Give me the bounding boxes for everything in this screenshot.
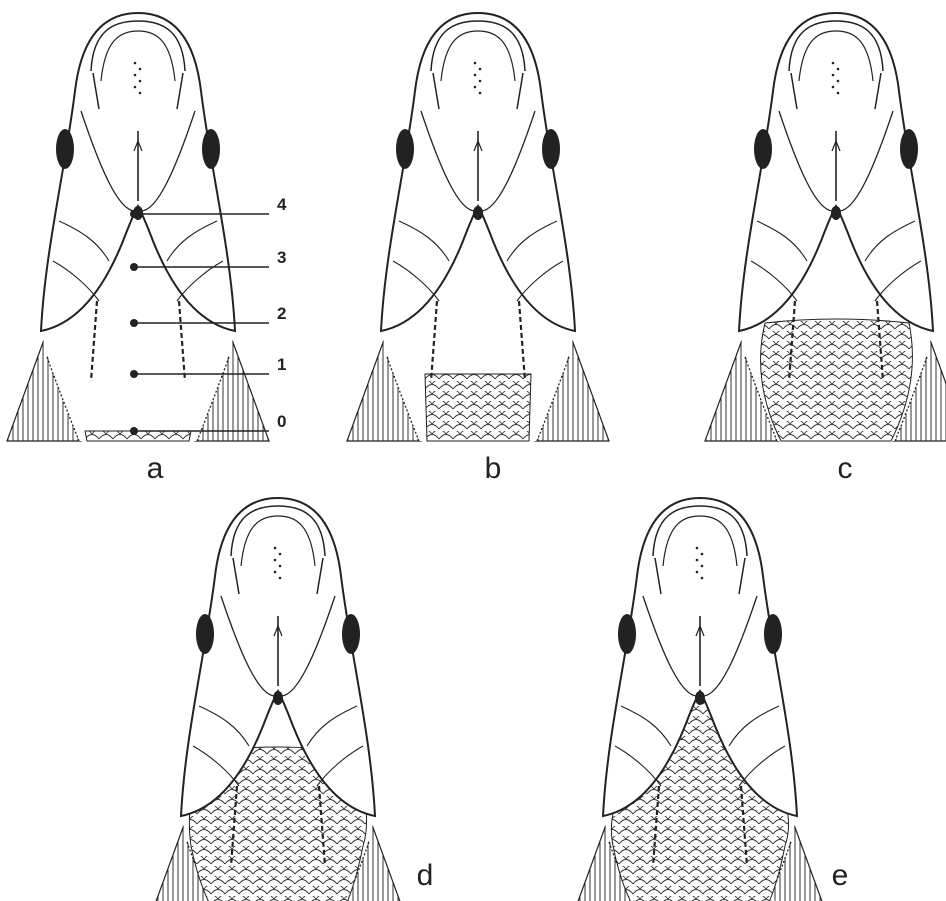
panel-label-c: c (838, 452, 853, 485)
right-eye (542, 129, 560, 169)
level-label-0: 0 (277, 412, 286, 431)
right-eye (764, 614, 782, 654)
level-label-4: 4 (277, 195, 287, 214)
left-eye (396, 129, 414, 169)
scale-patch (761, 319, 913, 441)
panel-label-d: d (417, 859, 434, 892)
level-label-1: 1 (277, 355, 286, 374)
panel-e (569, 498, 831, 901)
right-eye (202, 129, 220, 169)
level-label-2: 2 (277, 304, 286, 323)
left-eye (56, 129, 74, 169)
scale-patch (425, 374, 531, 441)
panel-label-e: e (832, 859, 849, 892)
panel-label-a: a (147, 452, 164, 485)
panel-a: 0 1 2 3 4 (7, 13, 287, 441)
panel-label-b: b (485, 452, 502, 485)
panel-b (347, 13, 609, 441)
scale-patch (85, 431, 191, 441)
left-eye (754, 129, 772, 169)
left-eye (196, 614, 214, 654)
panel-c (705, 13, 946, 441)
right-eye (900, 129, 918, 169)
panel-d (147, 498, 409, 901)
right-eye (342, 614, 360, 654)
level-label-3: 3 (277, 248, 286, 267)
left-eye (618, 614, 636, 654)
